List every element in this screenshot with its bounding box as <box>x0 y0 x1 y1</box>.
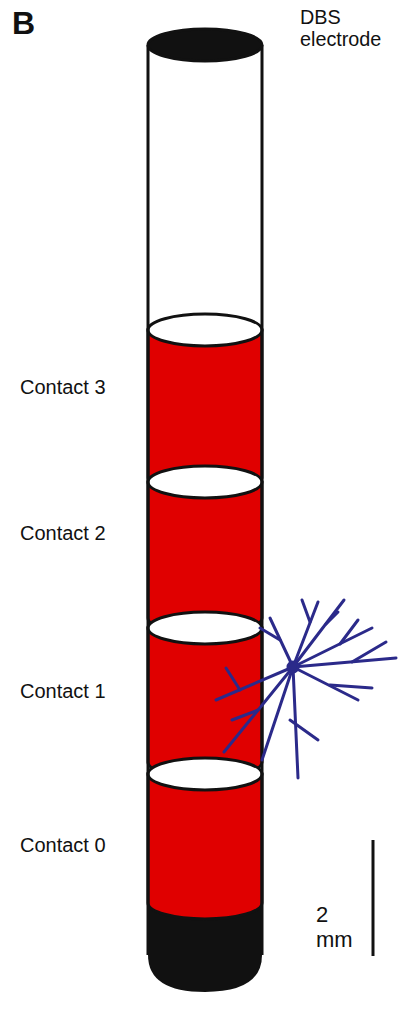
contact-0 <box>148 758 262 919</box>
part-label: DBS electrode <box>300 6 412 50</box>
contact-label: Contact 2 <box>20 522 145 544</box>
contact-label: Contact 1 <box>20 680 145 702</box>
electrode-cap <box>148 29 262 61</box>
contact-2 <box>148 466 262 634</box>
contact-label: Contact 0 <box>20 834 145 856</box>
panel-letter: B <box>12 6 72 42</box>
contact-label: Contact 3 <box>20 376 145 398</box>
electrode-shaft <box>148 29 262 992</box>
scale-bar <box>372 840 375 956</box>
neuron <box>216 600 396 778</box>
dimension-label: 2 mm <box>316 903 368 952</box>
contact-1 <box>148 612 262 778</box>
